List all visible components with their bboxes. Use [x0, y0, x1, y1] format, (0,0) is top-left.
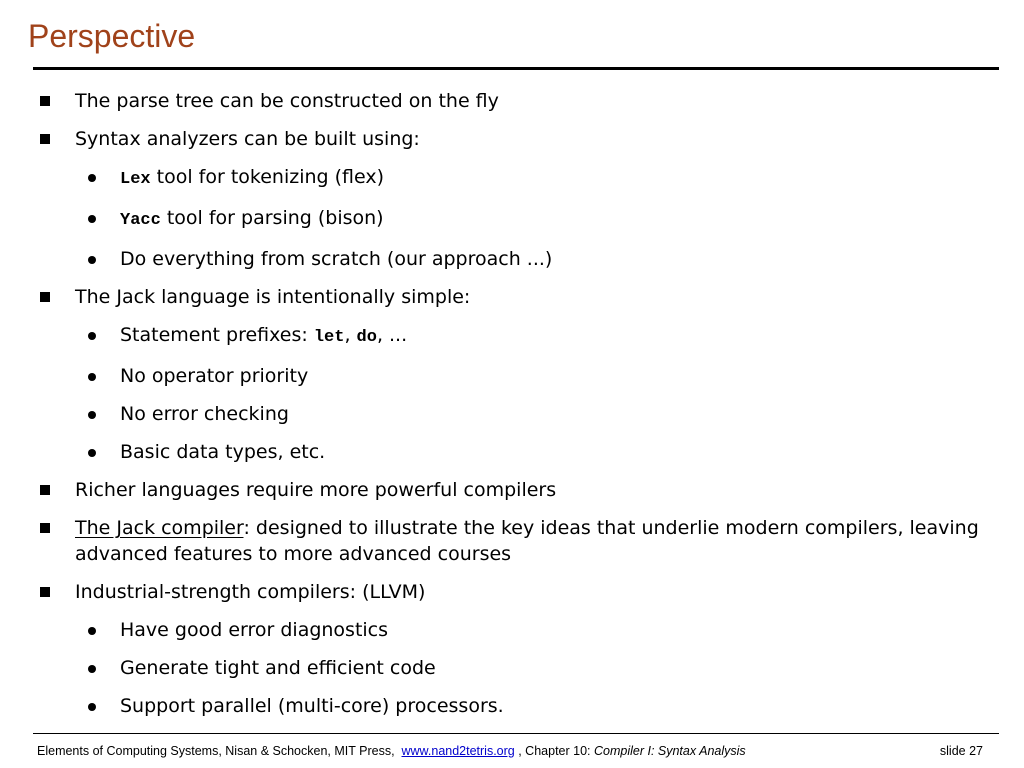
square-bullet-icon	[40, 134, 50, 144]
underlined-term: The Jack compiler	[75, 517, 244, 539]
bullet-item: The Jack compiler: designed to illustrat…	[40, 515, 995, 567]
round-bullet-icon	[88, 373, 96, 381]
bullet-item: The parse tree can be constructed on the…	[40, 88, 995, 114]
sub-bullet-item: Basic data types, etc.	[40, 439, 995, 465]
sub-bullet-item: No error checking	[40, 401, 995, 427]
code-keyword: Lex	[120, 170, 151, 189]
round-bullet-icon	[88, 215, 96, 223]
code-keyword: let	[313, 328, 345, 347]
code-keyword: Yacc	[120, 211, 161, 230]
code-keyword: do	[356, 328, 377, 347]
round-bullet-icon	[88, 174, 96, 182]
bullet-item: Richer languages require more powerful c…	[40, 477, 995, 503]
slide-footer: Elements of Computing Systems, Nisan & S…	[37, 744, 983, 758]
bullet-item: The Jack language is intentionally simpl…	[40, 284, 995, 310]
square-bullet-icon	[40, 96, 50, 106]
square-bullet-icon	[40, 292, 50, 302]
footer-chapter: , Chapter 10:	[514, 744, 594, 758]
square-bullet-icon	[40, 523, 50, 533]
sub-bullet-item: Yacc tool for parsing (bison)	[40, 205, 995, 234]
footer-divider	[33, 733, 999, 734]
website-link[interactable]: www.nand2tetris.org	[401, 744, 515, 758]
sub-bullet-item: No operator priority	[40, 363, 995, 389]
round-bullet-icon	[88, 256, 96, 264]
footer-credit: Elements of Computing Systems, Nisan & S…	[37, 744, 402, 758]
sub-bullet-item: Generate tight and efficient code	[40, 655, 995, 681]
sub-bullet-item: Statement prefixes: let, do, ...	[40, 322, 995, 351]
square-bullet-icon	[40, 587, 50, 597]
bullet-list: The parse tree can be constructed on the…	[40, 88, 995, 719]
sub-bullet-item: Do everything from scratch (our approach…	[40, 246, 995, 272]
round-bullet-icon	[88, 332, 96, 340]
slide-title: Perspective	[28, 18, 196, 54]
square-bullet-icon	[40, 485, 50, 495]
round-bullet-icon	[88, 449, 96, 457]
round-bullet-icon	[88, 665, 96, 673]
sub-bullet-item: Lex tool for tokenizing (flex)	[40, 164, 995, 193]
round-bullet-icon	[88, 627, 96, 635]
bullet-item: Industrial-strength compilers: (LLVM)	[40, 579, 995, 605]
bullet-item: Syntax analyzers can be built using:	[40, 126, 995, 152]
sub-bullet-item: Have good error diagnostics	[40, 617, 995, 643]
sub-bullet-item: Support parallel (multi-core) processors…	[40, 693, 995, 719]
round-bullet-icon	[88, 703, 96, 711]
chapter-title: Compiler I: Syntax Analysis	[593, 744, 746, 758]
slide-number: slide 27	[939, 744, 983, 758]
round-bullet-icon	[88, 411, 96, 419]
title-divider	[33, 67, 999, 70]
